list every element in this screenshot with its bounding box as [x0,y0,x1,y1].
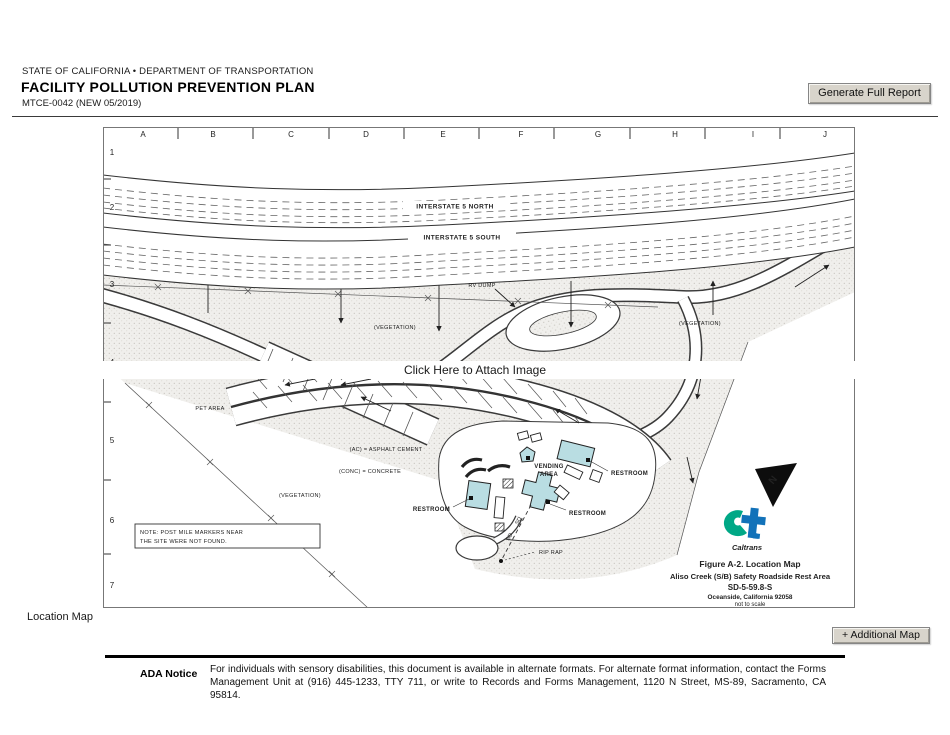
generate-full-report-button[interactable]: Generate Full Report [808,83,931,104]
svg-text:5: 5 [110,436,115,445]
map-labels: RV DUMP (VEGETATION) (VEGETATION) (VEGET… [195,283,721,556]
interstate-bands: INTERSTATE 5 NORTH INTERSTATE 5 SOUTH [102,152,856,290]
svg-text:3: 3 [110,280,115,289]
form-title: FACILITY POLLUTION PREVENTION PLAN [21,79,315,95]
walk-loop [455,535,499,561]
svg-text:(VEGETATION): (VEGETATION) [679,321,721,327]
svg-text:Aliso Creek (S/B) Safety Roads: Aliso Creek (S/B) Safety Roadside Rest A… [670,572,831,581]
interstate-north-label: INTERSTATE 5 NORTH [416,204,493,211]
north-arrow-icon: N [755,463,797,507]
svg-text:6: 6 [110,516,115,525]
form-number: MTCE-0042 (NEW 05/2019) [22,98,142,109]
svg-text:D: D [363,130,369,139]
ada-divider [105,655,845,658]
additional-map-button[interactable]: + Additional Map [832,627,930,644]
svg-text:(AC) = ASPHALT CEMENT: (AC) = ASPHALT CEMENT [350,447,423,453]
svg-text:RESTROOM: RESTROOM [413,507,450,513]
svg-text:(VEGETATION): (VEGETATION) [374,325,416,331]
ada-notice-text: For individuals with sensory disabilitie… [210,664,826,701]
site-furniture [460,430,603,532]
svg-text:Oceanside, California 92058: Oceanside, California 92058 [708,594,793,601]
svg-text:A: A [140,130,146,139]
svg-text:C: C [288,130,294,139]
buildings [464,439,596,511]
svg-text:RESTROOM: RESTROOM [611,471,648,477]
site-stipple-area [103,247,855,580]
svg-text:RIP RAP: RIP RAP [539,550,563,556]
header-divider [12,116,938,117]
location-map-svg: INTERSTATE 5 NORTH INTERSTATE 5 SOUTH [99,127,859,609]
map-grid: A B C D E F G H I J 1 2 3 4 5 [104,128,827,590]
svg-text:(VEGETATION): (VEGETATION) [279,493,321,499]
location-map-label: Location Map [27,611,94,623]
location-map-image: INTERSTATE 5 NORTH INTERSTATE 5 SOUTH [99,127,859,609]
svg-text:RV DUMP: RV DUMP [468,283,495,289]
svg-text:7: 7 [110,581,115,590]
svg-text:RESTROOM: RESTROOM [569,511,606,517]
caltrans-logo: Caltrans [723,507,766,552]
interstate-south-label: INTERSTATE 5 SOUTH [423,235,500,242]
svg-text:Caltrans: Caltrans [732,543,762,552]
svg-text:not to scale: not to scale [735,602,766,608]
svg-text:2: 2 [110,203,115,212]
svg-text:H: H [672,130,678,139]
figure-caption: Figure A-2. Location Map Aliso Creek (S/… [670,559,831,608]
svg-text:I: I [752,130,754,139]
svg-text:PET AREA: PET AREA [195,406,224,412]
storm-drain: SD SD [499,504,536,563]
svg-text:AREA: AREA [540,472,559,478]
svg-text:NOTE: POST MILE MARKERS NEAR: NOTE: POST MILE MARKERS NEAR [140,530,243,536]
svg-text:E: E [440,130,445,139]
agency-line: STATE OF CALIFORNIA • DEPARTMENT OF TRAN… [22,66,314,77]
fence-lines [102,283,749,609]
attach-image-band: Click Here to Attach Image [0,361,950,379]
svg-text:SD-5-59.8-S: SD-5-59.8-S [728,583,773,592]
svg-text:VENDING: VENDING [534,464,563,470]
note-box: NOTE: POST MILE MARKERS NEAR THE SITE WE… [134,523,321,549]
svg-text:F: F [519,130,524,139]
svg-text:Figure A-2. Location Map: Figure A-2. Location Map [699,559,800,569]
svg-text:1: 1 [110,148,115,157]
svg-text:G: G [595,130,601,139]
svg-text:SD: SD [505,532,514,542]
svg-text:B: B [210,130,215,139]
attach-image-link[interactable]: Click Here to Attach Image [403,363,547,377]
ada-notice-label: ADA Notice [140,668,198,680]
svg-text:J: J [823,130,827,139]
svg-text:SD: SD [514,516,523,526]
leader-markers [452,456,609,511]
svg-text:(CONC) = CONCRETE: (CONC) = CONCRETE [339,469,401,475]
svg-text:THE SITE WERE NOT FOUND.: THE SITE WERE NOT FOUND. [140,539,227,545]
